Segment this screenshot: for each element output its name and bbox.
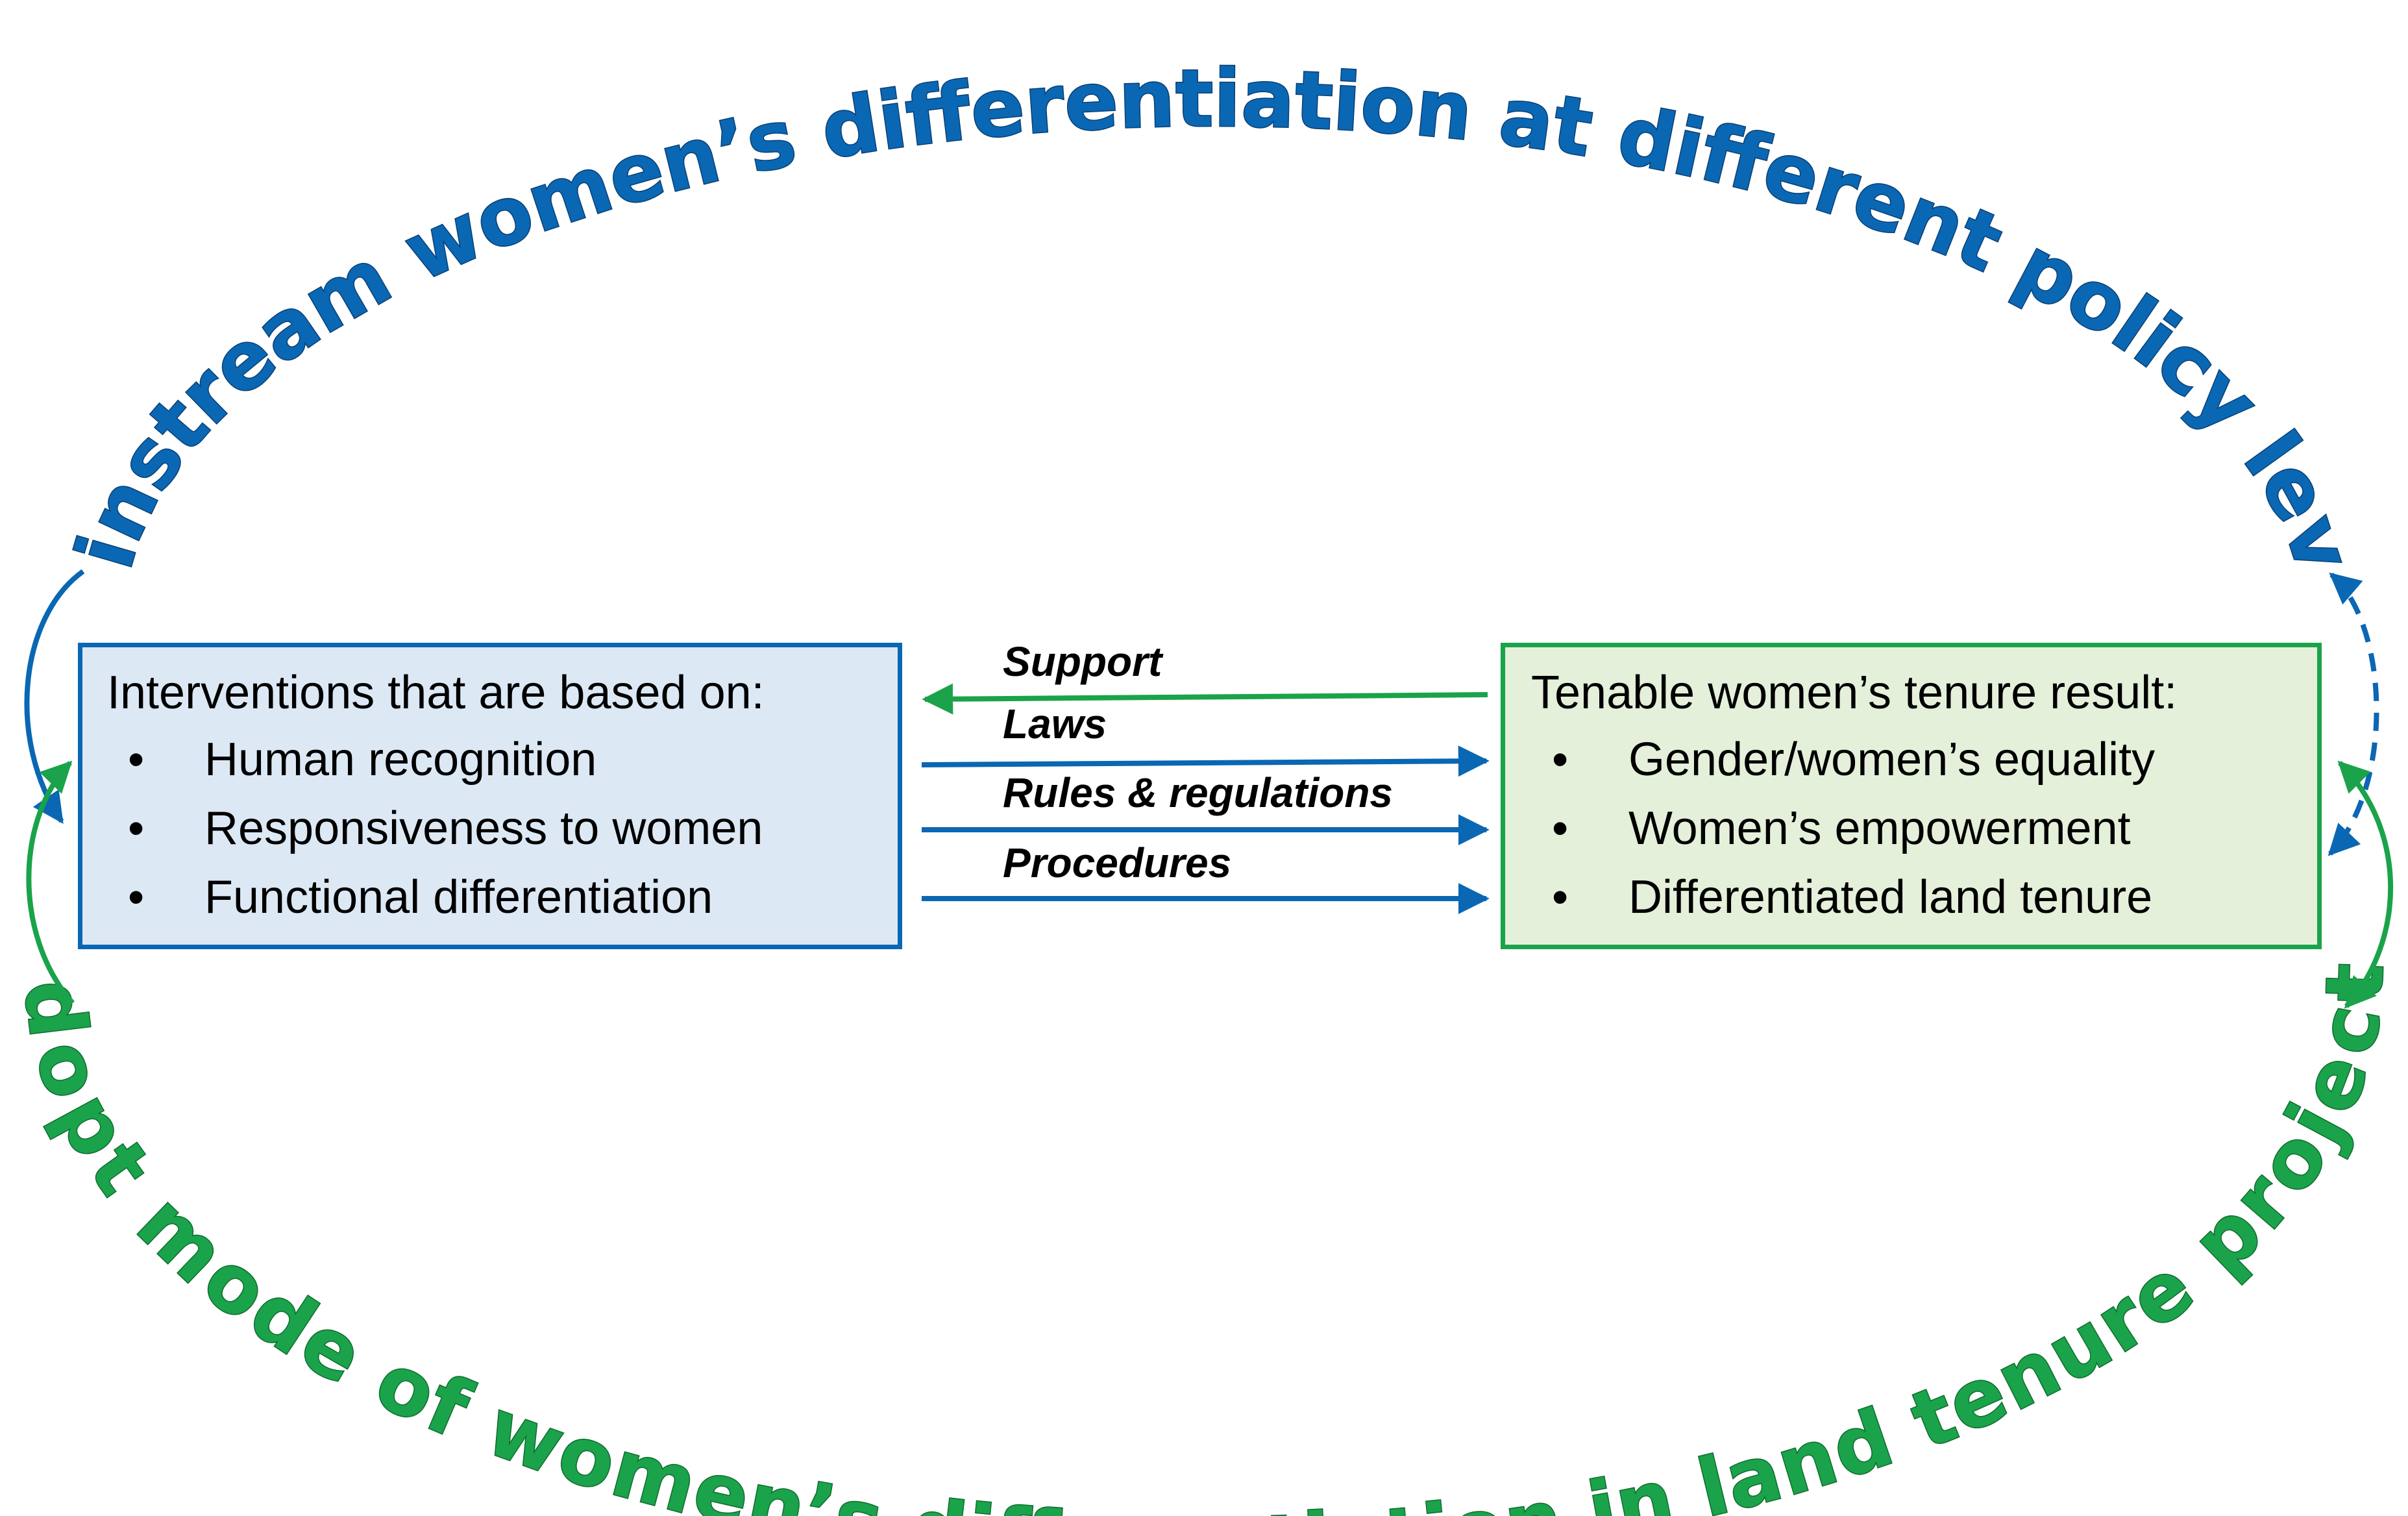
laws-arrow [921,745,1490,777]
bullet-icon: • [1552,802,1569,854]
laws-label: Laws [1003,701,1107,747]
rules-label: Rules & regulations [1003,769,1393,816]
interventions-box: Interventions that are based on: •Human … [78,643,902,949]
bottom-right-loop-arrow [2337,760,2394,1009]
list-item: •Human recognition [107,725,898,794]
list-item: •Differentiated land tenure [1531,863,2317,932]
bottom-left-loop-arrow [26,760,75,1005]
bullet-icon: • [128,734,145,786]
top-arc-heading: Mainstream women’s differentiation at di… [0,0,2370,582]
list-item: •Functional differentiation [107,863,898,932]
support-arrow [922,683,1488,715]
bullet-icon: • [128,871,145,923]
bullet-icon: • [1552,871,1569,923]
bullet-icon: • [128,802,145,854]
list-item: •Responsiveness to women [107,794,898,863]
interventions-list: •Human recognition •Responsiveness to wo… [107,725,898,932]
top-arc-heading-text: Mainstream women’s differentiation at di… [0,0,2371,583]
procedures-label: Procedures [1003,839,1232,886]
tenure-result-box: Tenable women’s tenure result: •Gender/w… [1501,643,2322,949]
support-label: Support [1003,638,1162,685]
interventions-box-title: Interventions that are based on: [107,667,765,719]
top-right-loop-arrow [2328,572,2379,856]
list-item: •Gender/women’s equality [1531,725,2317,794]
bullet-icon: • [1552,734,1569,786]
tenure-result-list: •Gender/women’s equality •Women’s empowe… [1531,725,2317,932]
list-item: •Women’s empowerment [1531,794,2317,863]
tenure-result-box-title: Tenable women’s tenure result: [1531,667,2178,719]
